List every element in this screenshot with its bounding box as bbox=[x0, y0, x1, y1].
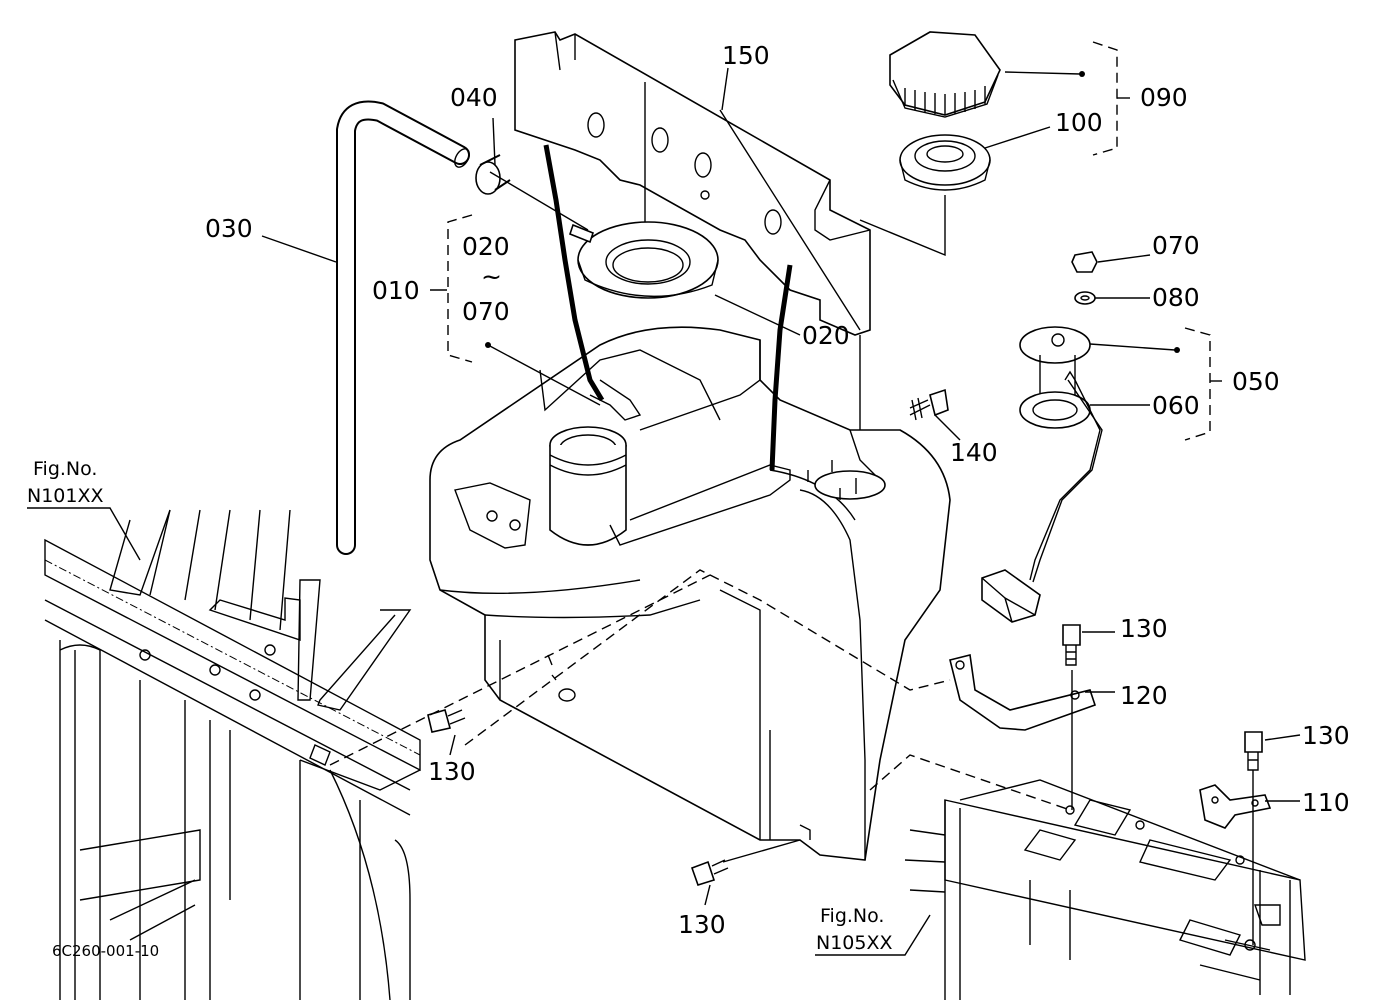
ref-right-line1: Fig.No. bbox=[820, 905, 884, 927]
label-150: 150 bbox=[722, 41, 770, 70]
bracket-110 bbox=[1199, 784, 1272, 829]
fuel-gauge-sender-050 bbox=[981, 251, 1103, 623]
label-070-group: 070 bbox=[462, 297, 510, 326]
label-060: 060 bbox=[1152, 391, 1200, 420]
filler-ring-020 bbox=[569, 221, 719, 299]
label-120: 120 bbox=[1120, 681, 1168, 710]
label-100: 100 bbox=[1055, 108, 1103, 137]
label-050: 050 bbox=[1232, 367, 1280, 396]
bolt-130-a bbox=[1062, 624, 1081, 666]
label-030: 030 bbox=[205, 214, 253, 243]
leader-lines bbox=[27, 67, 1301, 956]
label-080: 080 bbox=[1152, 283, 1200, 312]
label-130-left: 130 bbox=[428, 757, 476, 786]
figure-references: Fig.No. N101XX Fig.No. N105XX 6C260-001-… bbox=[27, 458, 893, 960]
label-020-group: 020 bbox=[462, 232, 510, 261]
label-140: 140 bbox=[950, 438, 998, 467]
label-020: 020 bbox=[802, 321, 850, 350]
left-frame-structure bbox=[44, 509, 421, 1001]
label-130-top: 130 bbox=[1120, 614, 1168, 643]
label-130-right: 130 bbox=[1302, 721, 1350, 750]
tank-strap-right bbox=[769, 264, 793, 471]
ref-right-line2: N105XX bbox=[816, 932, 893, 954]
drawing-code: 6C260-001-10 bbox=[52, 942, 159, 960]
label-110: 110 bbox=[1302, 788, 1350, 817]
ref-left-line2: N101XX bbox=[27, 485, 104, 507]
assembly-phantom-lines bbox=[329, 569, 1254, 945]
cap-seal-100 bbox=[899, 134, 991, 191]
frame-edge bbox=[299, 759, 421, 791]
bolt-130-d bbox=[690, 859, 729, 886]
label-130-bottom: 130 bbox=[678, 910, 726, 939]
label-tilde: ~ bbox=[481, 262, 502, 291]
bolt-130-b bbox=[1244, 731, 1263, 771]
right-frame-structure bbox=[904, 779, 1306, 1000]
part-labels: 150 040 090 100 030 020 ~ 010 070 070 08… bbox=[205, 41, 1350, 939]
fuel-tank-body bbox=[429, 326, 951, 861]
label-010: 010 bbox=[372, 276, 420, 305]
tank-strap-left bbox=[543, 144, 605, 402]
group-brackets bbox=[447, 41, 1222, 441]
breather-hose-030 bbox=[336, 100, 470, 555]
insulation-block-150 bbox=[514, 31, 871, 470]
bolt-130-c bbox=[427, 709, 466, 733]
ref-left-line1: Fig.No. bbox=[33, 458, 97, 480]
bolt-140 bbox=[909, 388, 949, 421]
hose-clamp-040 bbox=[475, 154, 511, 195]
label-040: 040 bbox=[450, 83, 498, 112]
label-090: 090 bbox=[1140, 83, 1188, 112]
label-070: 070 bbox=[1152, 231, 1200, 260]
bracket-120 bbox=[949, 654, 1097, 731]
fuel-cap-090 bbox=[889, 31, 1001, 118]
